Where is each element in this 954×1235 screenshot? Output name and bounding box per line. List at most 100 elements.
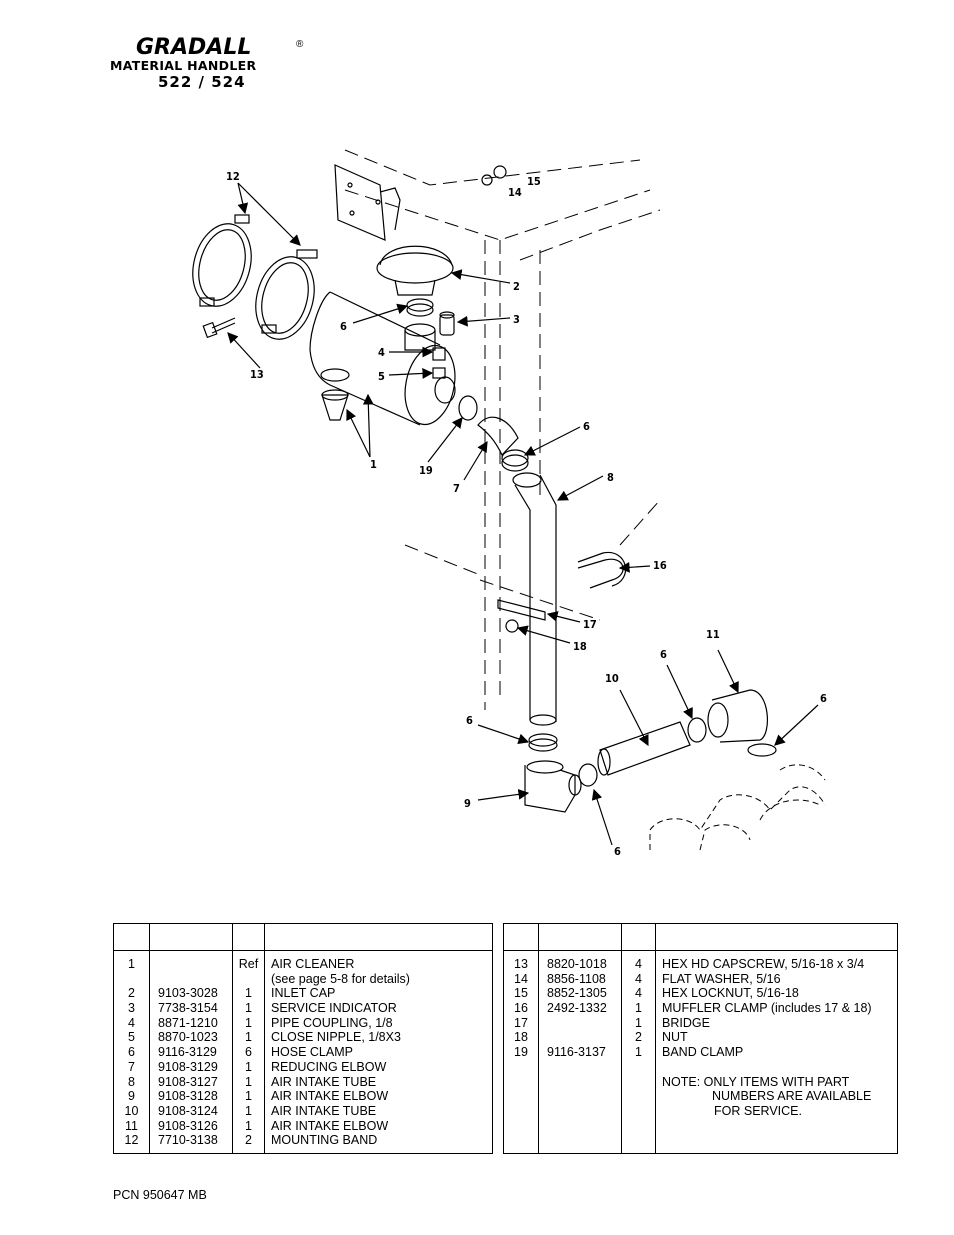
product-line: MATERIAL HANDLER	[110, 58, 257, 73]
quantity: 4	[635, 986, 642, 1001]
pipe-fittings	[432, 347, 446, 379]
model-numbers: 522 / 524	[158, 73, 246, 91]
quantity: 2	[245, 1133, 252, 1148]
quantity: 1	[635, 1001, 642, 1016]
callout-8: 8	[607, 471, 614, 484]
callout-6: 6	[820, 692, 827, 705]
quantity: 1	[245, 986, 252, 1001]
quantity: 6	[245, 1045, 252, 1060]
spacer	[158, 972, 232, 987]
note-line: FOR SERVICE.	[714, 1103, 802, 1118]
quantity: 1	[635, 1045, 642, 1060]
ref-number: 4	[128, 1015, 135, 1030]
callout-18: 18	[573, 640, 587, 653]
hose-clamp	[687, 717, 707, 743]
air-intake-tube-lower	[597, 721, 691, 776]
ref-number: 5	[128, 1030, 135, 1045]
callout-19: 19	[419, 464, 433, 477]
ref-number: 7	[128, 1059, 135, 1074]
callout-4: 4	[378, 346, 385, 359]
callout-1: 1	[370, 458, 377, 471]
hose-clamp	[501, 454, 529, 472]
callout-16: 16	[653, 559, 667, 572]
ref-number: 10	[124, 1103, 139, 1118]
air-intake-elbow-upper	[707, 689, 768, 743]
quantity: 1	[245, 1103, 252, 1118]
quantity: 2	[635, 1030, 642, 1045]
callout-6: 6	[466, 714, 473, 727]
ref-number: 3	[128, 1001, 135, 1016]
quantity: 1	[245, 1074, 252, 1089]
part-number: 9103-3028	[158, 986, 218, 1001]
service-indicator	[439, 311, 455, 336]
ref-number: 1	[128, 957, 135, 971]
callout-5: 5	[378, 370, 385, 383]
quantity: 1	[245, 1001, 252, 1016]
part-description: AIR INTAKE TUBE	[271, 1103, 377, 1118]
hex-locknut	[481, 165, 507, 186]
exploded-parts-diagram: 12 15 14 2 3 6 4 5 13 1 19 7 6 8 16 17 1…	[192, 149, 827, 858]
registered-mark: ®	[296, 39, 304, 50]
part-number: 2492-1332	[547, 1001, 607, 1016]
ref-number: 12	[124, 1133, 139, 1148]
ref-number: 18	[514, 1030, 528, 1045]
callout-11: 11	[706, 628, 720, 641]
part-number: 8870-1023	[158, 1030, 218, 1045]
hose-clamp-upper	[404, 298, 436, 351]
part-description: AIR CLEANER	[271, 957, 355, 971]
ref-number: 13	[514, 957, 528, 971]
ref-number: 9	[128, 1089, 135, 1104]
quantity: Ref	[238, 957, 259, 971]
callout-6: 6	[660, 648, 667, 661]
hose-clamp	[578, 763, 598, 787]
callout-labels: 12 15 14 2 3 6 4 5 13 1 19 7 6 8 16 17 1…	[226, 170, 827, 858]
part-description: HEX HD CAPSCREW, 5/16-18 x 3/4	[662, 957, 865, 971]
callout-6: 6	[340, 320, 347, 333]
part-number: 8856-1108	[547, 971, 606, 986]
part-number: 9116-3137	[547, 1045, 606, 1060]
ref-number: 19	[514, 1045, 528, 1060]
part-number: 8820-1018	[547, 957, 607, 971]
hose-clamp	[501, 449, 529, 467]
part-description: AIR INTAKE TUBE	[271, 1074, 377, 1089]
callout-17: 17	[583, 618, 597, 631]
callout-10: 10	[605, 672, 619, 685]
note-line: NUMBERS ARE AVAILABLE	[712, 1089, 872, 1104]
part-description: FLAT WASHER, 5/16	[662, 971, 781, 986]
callout-6: 6	[583, 420, 590, 433]
ref-number: 6	[128, 1045, 135, 1060]
air-intake-tube	[512, 472, 557, 726]
quantity: 1	[245, 1089, 252, 1104]
brand-logo: GRADALL	[136, 35, 252, 60]
part-number: 9108-3127	[158, 1074, 218, 1089]
part-number: 8852-1305	[547, 986, 607, 1001]
part-description: MUFFLER CLAMP (includes 17 & 18)	[662, 1001, 872, 1016]
part-description: BRIDGE	[662, 1015, 710, 1030]
part-number: 8871-1210	[158, 1015, 218, 1030]
quantity: 1	[245, 1118, 252, 1133]
part-number: 9108-3124	[158, 1103, 218, 1118]
part-number: 7738-3154	[158, 1001, 218, 1016]
inlet-cap	[376, 245, 454, 296]
part-description: AIR INTAKE ELBOW	[271, 1118, 389, 1133]
callout-2: 2	[513, 280, 520, 293]
part-description: PIPE COUPLING, 1/8	[271, 1015, 393, 1030]
leader-arrows	[227, 182, 819, 846]
nut	[505, 619, 519, 633]
part-description: INLET CAP	[271, 986, 336, 1001]
callout-6: 6	[614, 845, 621, 858]
part-description: AIR INTAKE ELBOW	[271, 1089, 389, 1104]
part-description: NUT	[662, 1030, 688, 1045]
description-column: AIR CLEANER(see page 5-8 for details)INL…	[264, 950, 493, 1154]
reducing-elbow	[477, 416, 519, 457]
air-intake-elbow	[524, 760, 582, 813]
quantity: 1	[245, 1015, 252, 1030]
part-description: CLOSE NIPPLE, 1/8X3	[271, 1030, 401, 1045]
